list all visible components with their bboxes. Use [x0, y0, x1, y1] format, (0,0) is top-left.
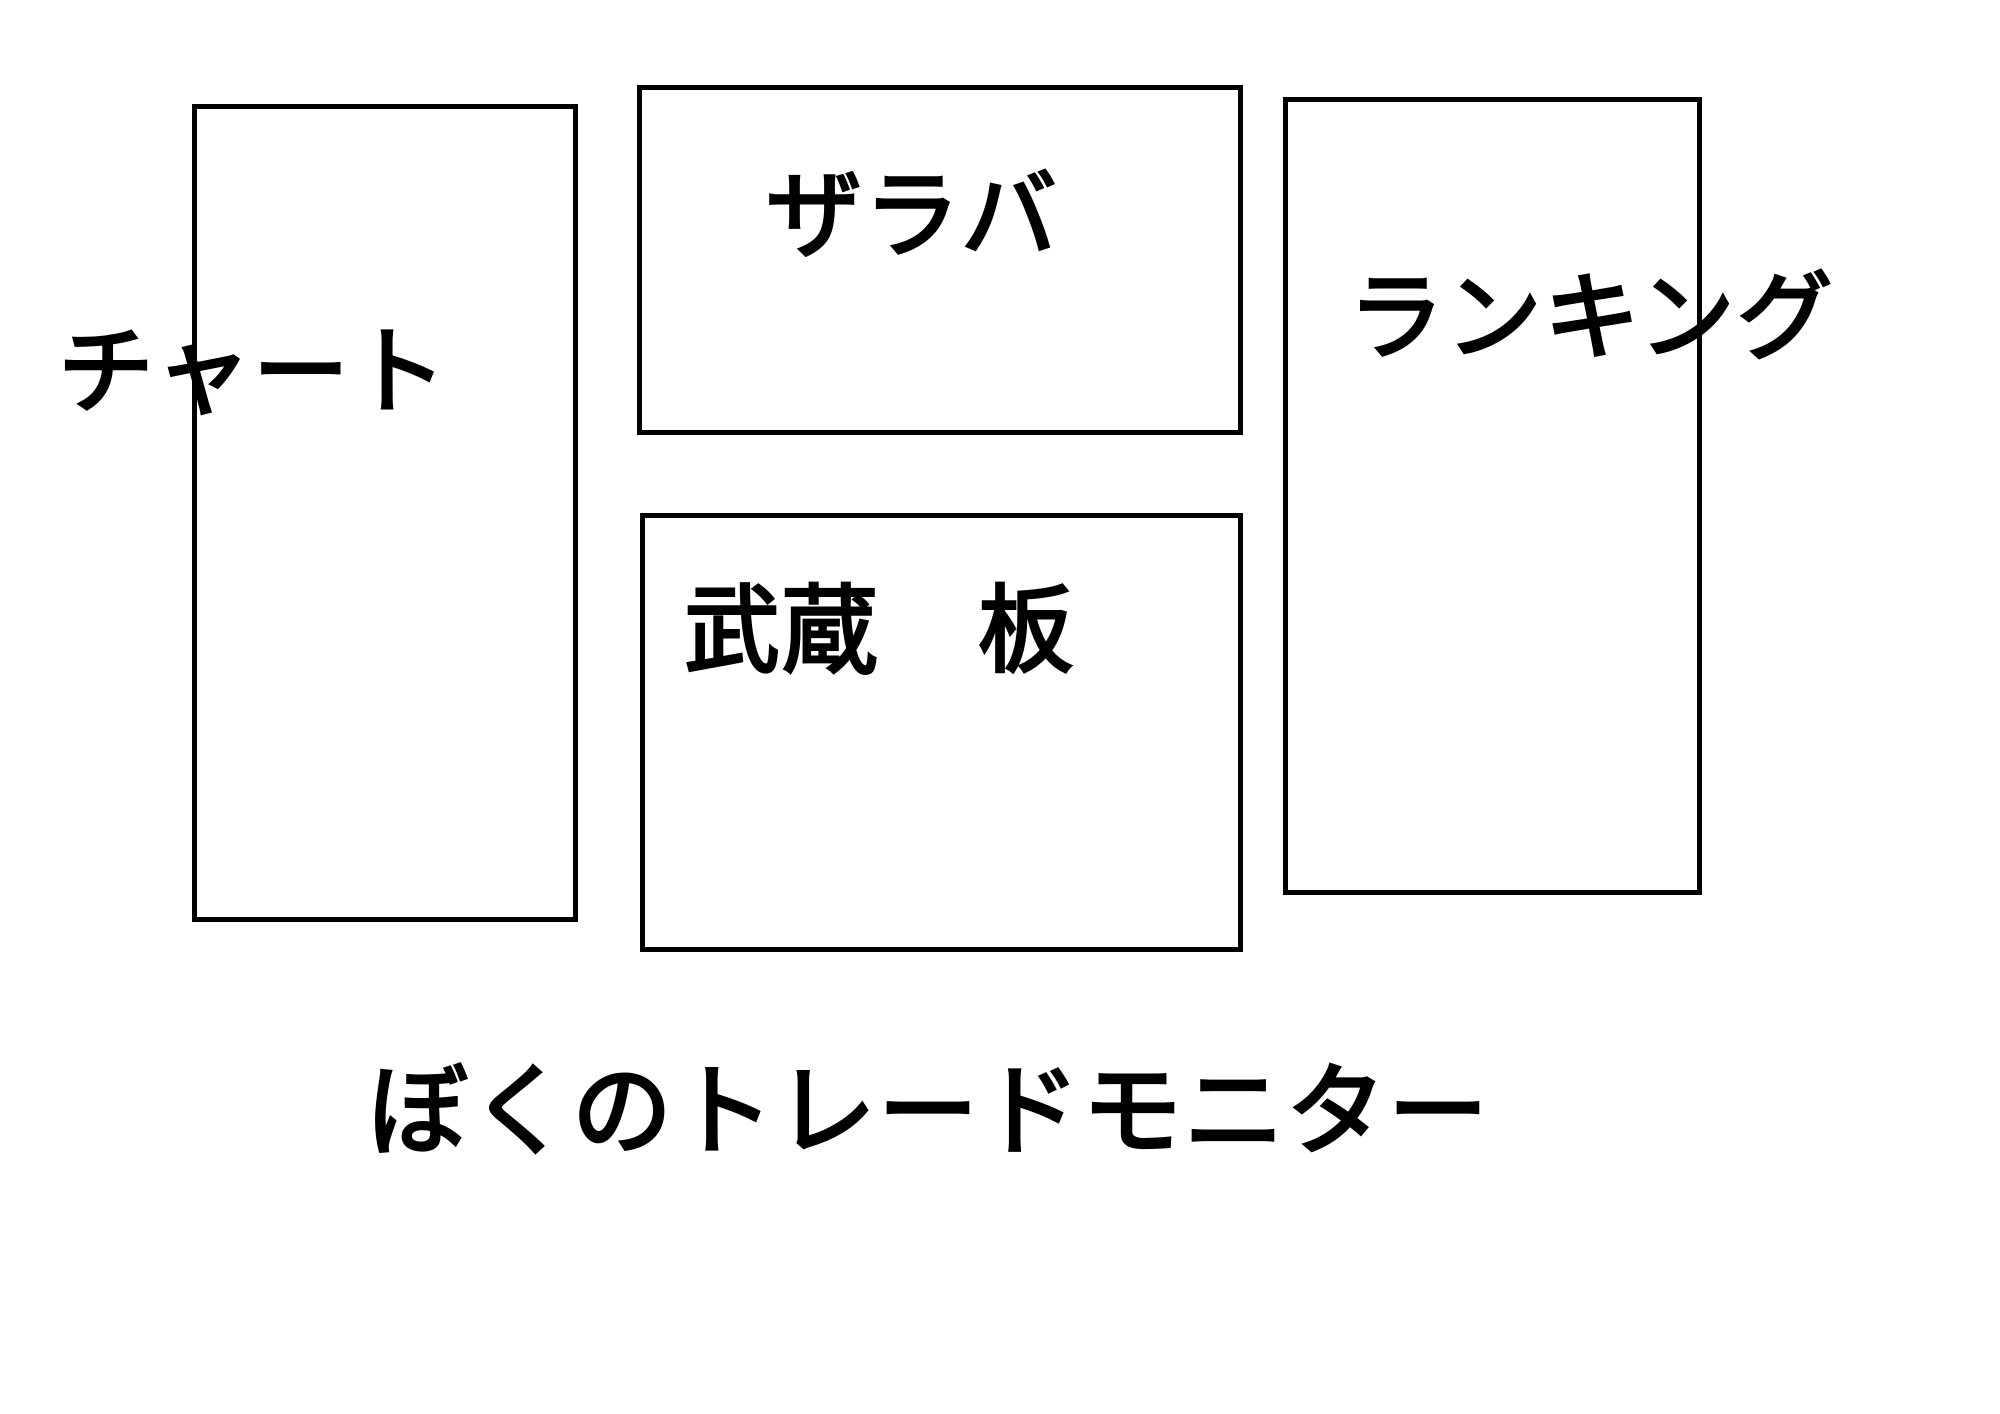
panel-ranking-label: ランキング	[1348, 262, 1835, 374]
panel-zaraba-label: ザラバ	[766, 160, 1059, 272]
panel-board[interactable]	[640, 513, 1243, 952]
panel-ranking[interactable]	[1283, 97, 1702, 895]
panel-board-label: 武蔵 板	[684, 575, 1076, 687]
panel-zaraba[interactable]	[637, 85, 1243, 435]
panel-chart-label: チャート	[58, 316, 449, 428]
panel-chart[interactable]	[192, 104, 578, 922]
diagram-caption: ぼくのトレードモニター	[368, 1053, 1490, 1170]
